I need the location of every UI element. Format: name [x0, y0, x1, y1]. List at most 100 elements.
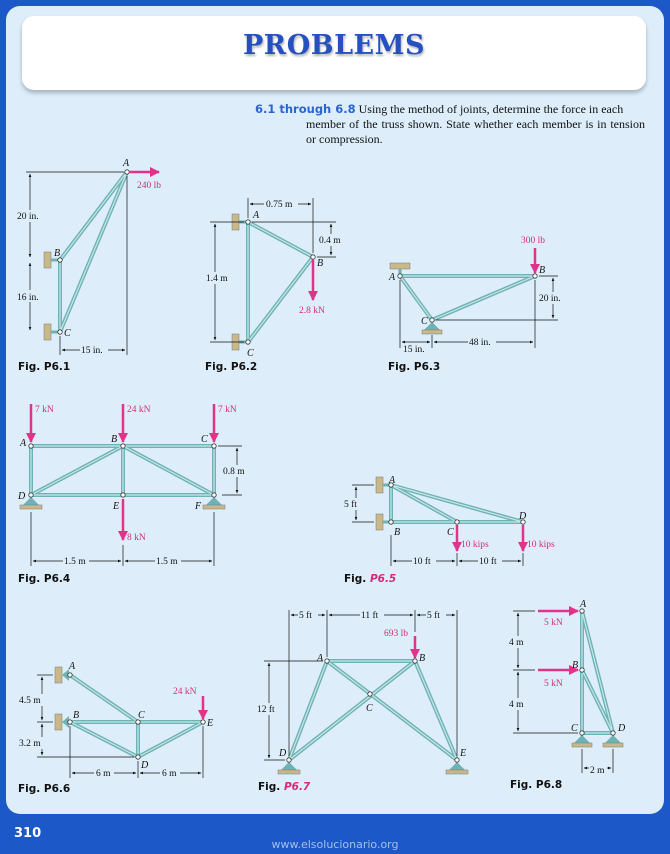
- p66-dim-6m-right: 6 m: [162, 769, 177, 779]
- problem-text-rest: member of the truss shown. State whether…: [306, 117, 645, 146]
- p66-joint-e: E: [206, 718, 213, 729]
- p64-joint-e: E: [112, 501, 119, 512]
- p65-joint-b: B: [394, 527, 400, 538]
- p65-joint-a: A: [388, 475, 396, 486]
- p63-joint-b: B: [539, 265, 545, 276]
- p63-dim-20in: 20 in.: [539, 294, 561, 304]
- p62-dim-04m: 0.4 m: [319, 236, 341, 246]
- p67-joint-e: E: [459, 748, 466, 759]
- page-number: 310: [14, 826, 42, 841]
- p63-caption: Fig. P6.3: [388, 361, 440, 373]
- p67-caption-number: P6.7: [284, 781, 311, 793]
- p63-joint-a: A: [388, 272, 396, 283]
- figure-p6-7: 693 lb A B C D E 5 ft 11 ft 5 ft 12 ft F…: [256, 609, 469, 793]
- p61-supports: [43, 251, 58, 341]
- figure-p6-5: 10 kips 10 kips A B C D 5 ft 10 ft 10 ft…: [343, 475, 555, 585]
- p62-dim-14m: 1.4 m: [206, 274, 228, 284]
- problem-text-line1: Using the method of joints, determine th…: [358, 102, 624, 116]
- p61-dim-15in: 15 in.: [81, 346, 103, 356]
- p64-joint-d: D: [17, 491, 26, 502]
- p65-caption: Fig. P6.5: [344, 573, 396, 585]
- figure-p6-6: 24 kN A B C D E 4.5 m 3.2 m 6 m 6 m Fig.…: [18, 661, 213, 795]
- problem-statement: 6.1 through 6.8 Using the method of join…: [255, 102, 645, 147]
- figure-p6-8: 5 kN 5 kN A B C D 4 m 4 m 2 m Fig. P6.8: [508, 599, 626, 791]
- p67-caption-prefix: Fig.: [258, 781, 280, 793]
- p61-load: 240 lb: [137, 181, 161, 191]
- p64-dim-08m: 0.8 m: [223, 467, 245, 477]
- p67-caption: Fig. P6.7: [258, 781, 311, 793]
- p61-dimensions: [26, 171, 128, 355]
- p68-dim-4m-top: 4 m: [509, 638, 524, 648]
- p65-caption-prefix: Fig.: [344, 573, 366, 585]
- p66-dim-45m: 4.5 m: [19, 696, 41, 706]
- p67-load: 693 lb: [384, 629, 408, 639]
- header-box: PROBLEMS: [22, 16, 646, 90]
- p61-dim-16in: 16 in.: [17, 293, 39, 303]
- p68-dim-4m-bottom: 4 m: [509, 700, 524, 710]
- p61-joint-a: A: [122, 158, 130, 169]
- p65-dim-5ft: 5 ft: [344, 499, 357, 510]
- p68-caption: Fig. P6.8: [510, 779, 562, 791]
- p61-joint-c: C: [64, 328, 71, 339]
- p63-dim-15in: 15 in.: [403, 345, 425, 355]
- figure-p6-4: 7 kN 24 kN 7 kN 8 kN A B C D E F 0.8 m 1…: [17, 404, 248, 585]
- p63-load: 300 lb: [521, 236, 545, 246]
- p68-joint-b: B: [572, 660, 578, 671]
- p61-dim-20in: 20 in.: [17, 212, 39, 222]
- figure-p6-3: 300 lb A B C 20 in. 15 in. 48 in. Fig. P…: [388, 236, 566, 373]
- p66-load: 24 kN: [173, 687, 197, 697]
- p64-caption: Fig. P6.4: [18, 573, 70, 585]
- p62-caption: Fig. P6.2: [205, 361, 257, 373]
- p61-joint-b: B: [54, 248, 60, 259]
- p68-joint-d: D: [617, 723, 626, 734]
- p64-load-c: 7 kN: [218, 405, 237, 415]
- p66-dim-32m: 3.2 m: [19, 739, 41, 749]
- p67-joint-d: D: [278, 748, 287, 759]
- p67-dim-12ft: 12 ft: [257, 704, 275, 715]
- p66-joint-a: A: [68, 661, 76, 672]
- p67-joint-c: C: [366, 703, 373, 714]
- p66-joint-d: D: [140, 760, 149, 771]
- p64-joint-f: F: [194, 501, 202, 512]
- p64-dim-15m-left: 1.5 m: [64, 557, 86, 567]
- p64-load-e: 8 kN: [127, 533, 146, 543]
- p61-members: [58, 170, 129, 334]
- p63-joint-c: C: [421, 316, 428, 327]
- p62-dim-075m: 0.75 m: [266, 200, 293, 210]
- figure-p6-1: 240 lb A B C 20 in. 16 in. 15 in. Fig. P…: [16, 158, 161, 373]
- p68-load-a: 5 kN: [544, 618, 563, 628]
- p65-dim-10ft-left: 10 ft: [413, 556, 431, 567]
- p67-joint-a: A: [316, 653, 324, 664]
- website-watermark: www.elsolucionario.org: [271, 838, 399, 851]
- p67-joint-b: B: [419, 653, 425, 664]
- page-title: PROBLEMS: [242, 30, 426, 61]
- p61-caption: Fig. P6.1: [18, 361, 70, 373]
- p65-joint-d: D: [518, 511, 527, 522]
- p63-dim-48in: 48 in.: [469, 338, 491, 348]
- p64-joint-b: B: [111, 434, 117, 445]
- problem-number: 6.1 through 6.8: [255, 102, 356, 116]
- p64-load-b: 24 kN: [127, 405, 151, 415]
- p68-load-b: 5 kN: [544, 679, 563, 689]
- p65-dim-10ft-right: 10 ft: [479, 556, 497, 567]
- p68-joint-c: C: [571, 723, 578, 734]
- p64-load-a: 7 kN: [35, 405, 54, 415]
- p65-joint-c: C: [447, 527, 454, 538]
- p65-load-c: 10 kips: [461, 540, 489, 550]
- p66-joint-c: C: [138, 710, 145, 721]
- p67-dim-5ft-right: 5 ft: [427, 610, 440, 621]
- p62-joint-a: A: [252, 210, 260, 221]
- p66-joint-b: B: [73, 710, 79, 721]
- p66-dim-6m-left: 6 m: [96, 769, 111, 779]
- p64-joint-a: A: [19, 438, 27, 449]
- content-panel: PROBLEMS: [6, 6, 664, 814]
- figure-p6-2: 2.8 kN A B C 0.75 m 0.4 m 1.4 m Fig. P6.…: [205, 198, 344, 373]
- p64-dim-15m-right: 1.5 m: [156, 557, 178, 567]
- p62-joint-c: C: [247, 348, 254, 359]
- p68-dim-2m: 2 m: [590, 766, 605, 776]
- p65-load-d: 10 kips: [527, 540, 555, 550]
- p68-joint-a: A: [579, 599, 587, 610]
- p65-caption-number: P6.5: [370, 573, 396, 585]
